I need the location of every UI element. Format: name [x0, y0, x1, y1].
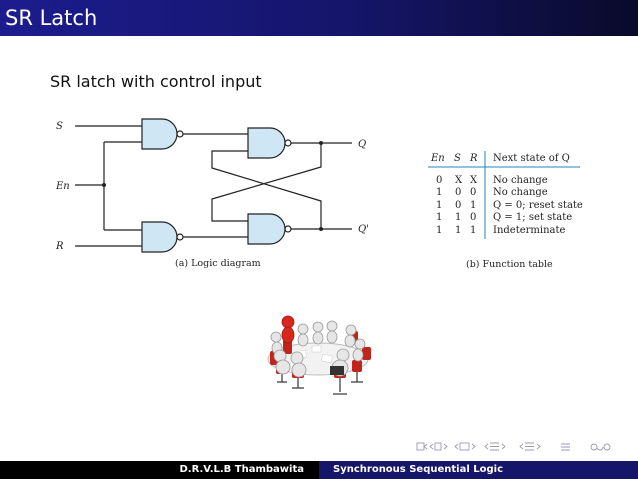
table-cell: X — [455, 175, 463, 186]
output-qprime-label: Q' — [358, 224, 369, 235]
nav-section-icon[interactable] — [484, 442, 506, 451]
nav-frame-prev-icon[interactable] — [416, 442, 428, 451]
table-row: 1 1 0 Q = 1; set state — [436, 212, 572, 223]
table-cell: 1 — [436, 187, 442, 198]
table-cell: 1 — [455, 225, 461, 236]
nand-gate-3 — [247, 127, 286, 159]
table-cell: 1 — [436, 225, 442, 236]
table-header-next-state: Next state of Q — [493, 153, 570, 164]
table-cell: 1 — [470, 200, 476, 211]
table-caption: (b) Function table — [466, 259, 553, 270]
logic-diagram — [75, 118, 352, 253]
table-header-r: R — [469, 153, 478, 164]
table-cell: No change — [493, 175, 548, 186]
table-row: 0 X X No change — [436, 175, 548, 186]
title-bar: SR Latch — [0, 0, 638, 36]
table-cell: 0 — [470, 187, 476, 198]
input-r-label: R — [55, 241, 64, 252]
footer-author-box: D.R.V.L.B Thambawita — [0, 461, 319, 479]
footer-topic-box: Synchronous Sequential Logic — [319, 461, 638, 479]
table-header-s: S — [454, 153, 461, 164]
slide-title: SR Latch — [5, 6, 98, 30]
table-cell: 1 — [470, 225, 476, 236]
table-cell: 0 — [436, 175, 442, 186]
nand-gate-2 — [141, 221, 178, 253]
input-en-label: En — [55, 181, 70, 192]
footer-topic: Synchronous Sequential Logic — [333, 464, 504, 475]
table-cell: 1 — [455, 212, 461, 223]
nav-subsection-icon[interactable] — [454, 442, 476, 451]
footer: D.R.V.L.B Thambawita Synchronous Sequent… — [0, 461, 638, 479]
footer-author: D.R.V.L.B Thambawita — [179, 464, 304, 475]
table-header-en: En — [430, 153, 445, 164]
table-cell: No change — [493, 187, 548, 198]
nav-slide-icon[interactable] — [519, 442, 541, 451]
table-cell: 1 — [436, 212, 442, 223]
nand-gate-4 — [247, 213, 286, 245]
nand-gate-1 — [141, 118, 178, 150]
input-s-label: S — [56, 121, 63, 132]
table-cell: Indeterminate — [493, 225, 566, 236]
slide-subtitle: SR latch with control input — [50, 72, 262, 91]
table-cell: 0 — [455, 200, 461, 211]
table-cell: 0 — [470, 212, 476, 223]
table-row: 1 1 1 Indeterminate — [436, 225, 566, 236]
logic-labels: S En R Q Q' (a) Logic diagram — [55, 121, 369, 269]
output-q-label: Q — [358, 139, 366, 150]
table-cell: 0 — [455, 187, 461, 198]
meeting-clipart — [267, 315, 371, 395]
table-cell: X — [470, 175, 478, 186]
table-cell: Q = 0; reset state — [493, 200, 583, 211]
table-row: 1 0 1 Q = 0; reset state — [436, 200, 583, 211]
nav-frame-icon[interactable] — [429, 442, 448, 451]
nav-align-icon[interactable] — [561, 443, 570, 451]
table-cell: Q = 1; set state — [493, 212, 572, 223]
table-row: 1 0 0 No change — [436, 187, 548, 198]
logic-caption: (a) Logic diagram — [175, 258, 261, 269]
nav-search-icon[interactable] — [590, 443, 611, 451]
function-table: En S R Next state of Q 0 X X No change 1… — [428, 151, 583, 270]
table-cell: 1 — [436, 200, 442, 211]
beamer-navigation — [416, 442, 611, 451]
